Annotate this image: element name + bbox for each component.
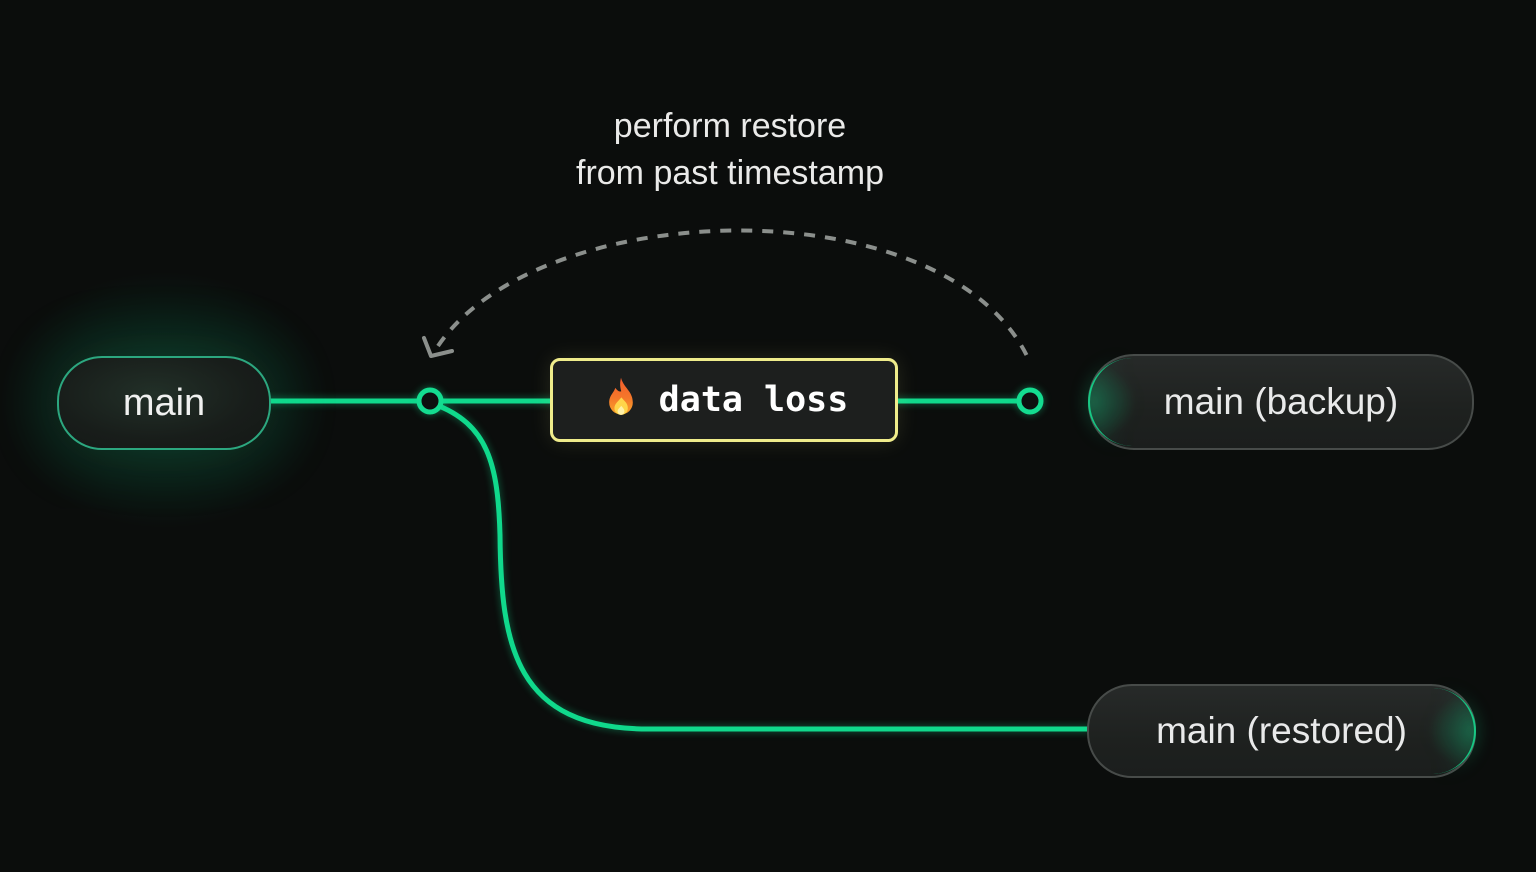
node-main-label: main (122, 381, 206, 424)
restore-annotation: perform restore from past timestamp (430, 103, 1030, 197)
data-loss-box: data loss (550, 358, 898, 442)
restore-annotation-line1: perform restore (613, 107, 847, 145)
data-loss-label: data loss (658, 380, 849, 420)
branch-point-dot (416, 387, 444, 415)
backup-point-dot (1016, 387, 1044, 415)
node-main-backup-label: main (backup) (1163, 381, 1399, 422)
fire-icon (608, 377, 633, 415)
node-main-backup: main (backup) (1088, 354, 1474, 450)
edge-branch-to-restored (431, 401, 1092, 732)
arrowhead-icon (422, 336, 454, 358)
node-main-restored-label: main (restored) (1156, 710, 1407, 751)
restore-arc (436, 228, 1030, 359)
node-main-restored: main (restored) (1087, 684, 1476, 778)
node-main: main (57, 356, 271, 450)
restore-annotation-line2: from past timestamp (576, 154, 884, 192)
